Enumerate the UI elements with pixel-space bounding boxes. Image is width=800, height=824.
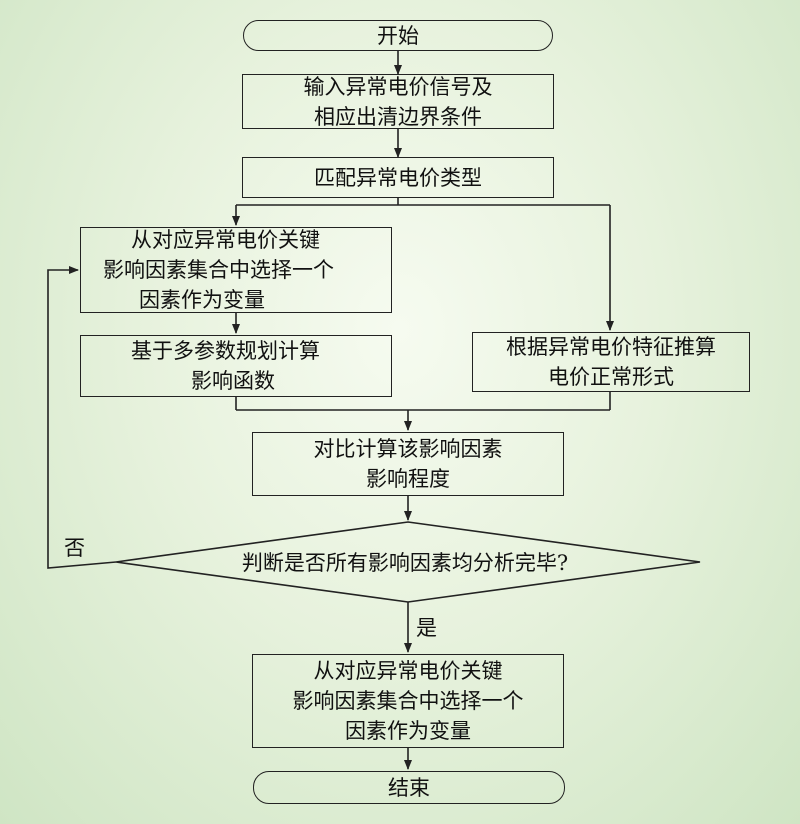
select-line-2: 影响因素集合中选择一个 bbox=[103, 258, 334, 282]
final-line-3: 因素作为变量 bbox=[345, 719, 471, 743]
yes-label: 是 bbox=[416, 616, 437, 640]
normal-line-1: 根据异常电价特征推算 bbox=[506, 335, 716, 359]
decision-label: 判断是否所有影响因素均分析完毕? bbox=[241, 551, 569, 575]
arrow-no-loop bbox=[47, 266, 117, 569]
final-select-box: 从对应异常电价关键 影响因素集合中选择一个 因素作为变量 bbox=[252, 654, 564, 748]
compare-box: 对比计算该影响因素 影响程度 bbox=[252, 432, 564, 496]
input-line-1: 输入异常电价信号及 bbox=[303, 74, 493, 99]
compare-line-2: 影响程度 bbox=[366, 467, 450, 491]
normal-form-box: 根据异常电价特征推算 电价正常形式 bbox=[472, 332, 750, 392]
match-label: 匹配异常电价类型 bbox=[314, 165, 482, 190]
end-label: 结束 bbox=[388, 775, 430, 800]
select-line-1: 从对应异常电价关键 bbox=[131, 228, 320, 252]
no-label: 否 bbox=[64, 536, 85, 560]
final-line-2: 影响因素集合中选择一个 bbox=[292, 689, 524, 713]
end-node: 结束 bbox=[253, 771, 565, 804]
calc-line-2: 影响函数 bbox=[191, 369, 275, 393]
normal-line-2: 电价正常形式 bbox=[548, 365, 674, 389]
select-line-3: 因素作为变量 bbox=[139, 288, 265, 312]
match-type-box: 匹配异常电价类型 bbox=[242, 157, 554, 198]
compare-line-1: 对比计算该影响因素 bbox=[313, 437, 503, 461]
calc-function-box: 基于多参数规划计算 影响函数 bbox=[80, 335, 392, 397]
start-node: 开始 bbox=[243, 20, 553, 51]
input-line-2: 相应出清边界条件 bbox=[314, 104, 482, 129]
select-factor-box: 从对应异常电价关键 影响因素集合中选择一个 因素作为变量 bbox=[80, 227, 392, 313]
start-label: 开始 bbox=[377, 23, 419, 48]
final-line-1: 从对应异常电价关键 bbox=[313, 659, 503, 683]
calc-line-1: 基于多参数规划计算 bbox=[131, 339, 320, 363]
input-box: 输入异常电价信号及 相应出清边界条件 bbox=[242, 74, 554, 129]
